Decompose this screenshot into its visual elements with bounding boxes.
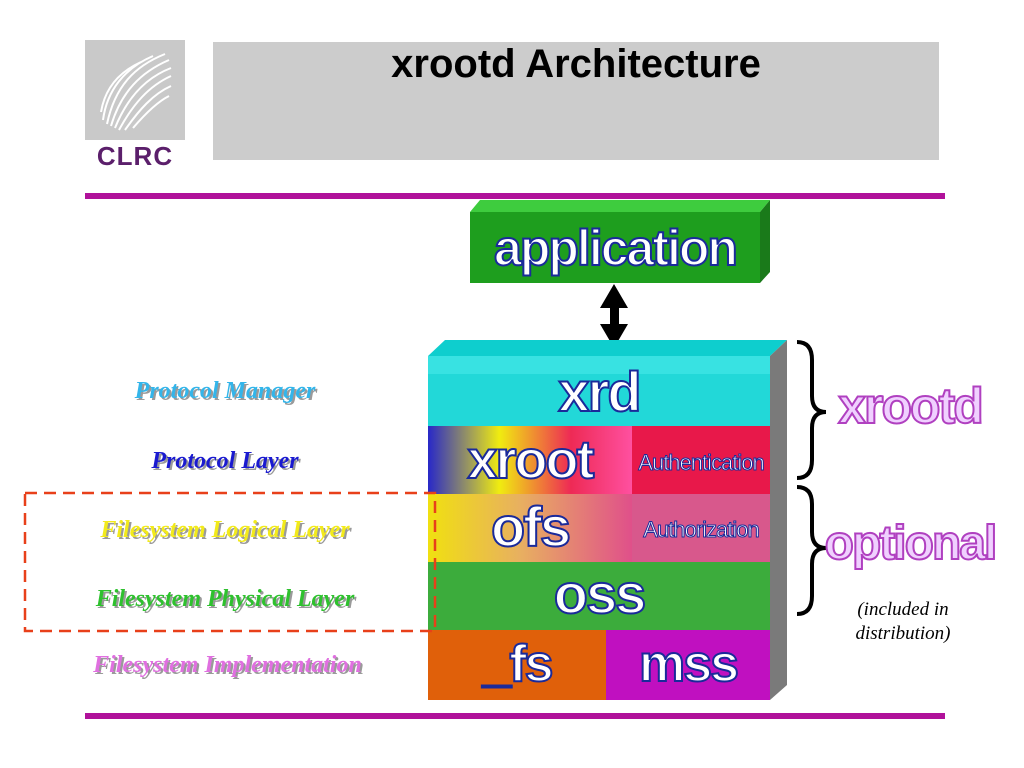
label-filesystem-implementation: Filesystem Implementation bbox=[93, 652, 362, 678]
top-divider bbox=[85, 193, 945, 199]
title-box: xrootd Architecture bbox=[213, 42, 939, 160]
xrd-label: xrd bbox=[557, 360, 642, 423]
application-label: application bbox=[493, 219, 739, 277]
xroot-layer bbox=[428, 426, 632, 494]
optional-brace bbox=[796, 485, 827, 616]
fs-layer bbox=[428, 630, 606, 700]
xroot-label: xroot bbox=[467, 429, 596, 491]
label-protocol-layer: Protocol Layer bbox=[151, 448, 299, 474]
ofs-layer bbox=[428, 494, 632, 562]
authentication-layer bbox=[632, 426, 770, 494]
mss-label: mss bbox=[638, 634, 740, 694]
xrootd-brace bbox=[796, 340, 827, 480]
page-title: xrootd Architecture bbox=[391, 42, 761, 86]
application-box bbox=[470, 200, 770, 283]
double-arrow-icon bbox=[600, 284, 628, 348]
xrootd-group-label: xrootd bbox=[837, 377, 985, 435]
logo-text: CLRC bbox=[85, 140, 185, 172]
authentication-label: Authentication bbox=[638, 450, 765, 476]
mss-layer bbox=[606, 630, 770, 700]
authorization-layer bbox=[632, 494, 770, 562]
ofs-label: ofs bbox=[490, 495, 572, 558]
logo-swirl-icon bbox=[100, 53, 172, 131]
label-filesystem-logical-layer: Filesystem Logical Layer bbox=[100, 517, 350, 543]
fs-label: _fs bbox=[481, 634, 554, 694]
optional-group-label: optional bbox=[824, 516, 999, 571]
stack-side bbox=[770, 340, 787, 700]
oss-layer bbox=[428, 562, 770, 630]
authorization-label: Authorization bbox=[643, 517, 760, 543]
label-filesystem-physical-layer: Filesystem Physical Layer bbox=[95, 586, 355, 612]
distribution-note: (included in distribution) bbox=[855, 599, 951, 644]
stack-top bbox=[428, 340, 787, 356]
oss-label: oss bbox=[553, 562, 648, 625]
clrc-logo: CLRC bbox=[85, 40, 185, 172]
optional-layers-dashed-box bbox=[23, 491, 437, 633]
bottom-divider bbox=[85, 713, 945, 719]
label-protocol-manager: Protocol Manager bbox=[134, 378, 316, 404]
